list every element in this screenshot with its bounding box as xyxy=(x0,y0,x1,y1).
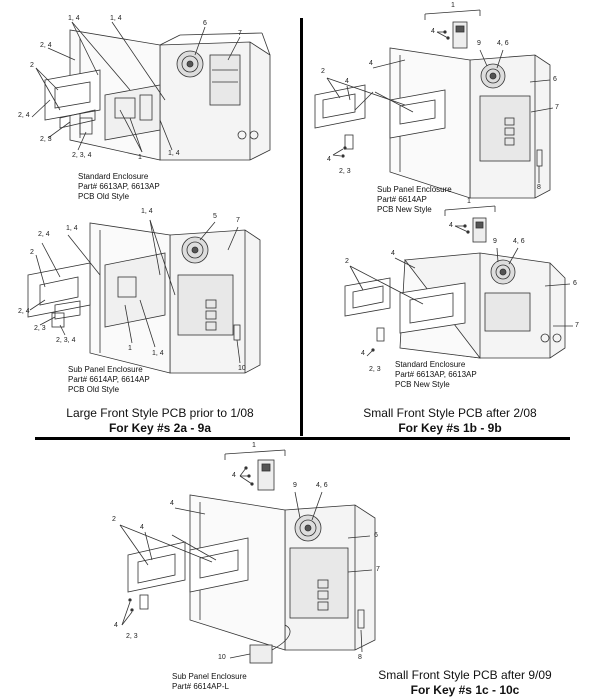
callout-label: 4, 6 xyxy=(316,482,328,489)
callout-label: 5 xyxy=(213,213,217,220)
caption-line: Part# 6614AP xyxy=(377,195,427,204)
callout-label: 2, 3 xyxy=(369,366,381,373)
callout-label: 4 xyxy=(114,622,118,629)
callout-label: 4, 6 xyxy=(513,238,525,245)
callout-label: 1 xyxy=(467,198,471,205)
diagram-standard-enclosure-old: 1, 4 1, 4 6 7 2, 4 2 2, 4 2, 3 2, 3, 4 1… xyxy=(0,0,300,210)
callout-label: 7 xyxy=(236,217,240,224)
callout-label: 2, 4 xyxy=(38,231,50,238)
callout-label: 10 xyxy=(218,654,226,661)
vertical-divider xyxy=(300,18,303,436)
callout-label: 2, 4 xyxy=(18,308,30,315)
callout-label: 2, 4 xyxy=(40,42,52,49)
callout-label: 2, 3 xyxy=(339,168,351,175)
enclosure-drawing-e xyxy=(119,449,376,664)
caption-line: PCB Old Style xyxy=(68,385,120,394)
caption-line: Part# 6614AP, 6614AP xyxy=(68,375,150,384)
callout-label: 2 xyxy=(345,258,349,265)
callout-label: 4 xyxy=(361,350,365,357)
callout-label: 4 xyxy=(232,472,236,479)
callout-label: 2, 3 xyxy=(34,325,46,332)
callout-label: 4 xyxy=(170,500,174,507)
diagram-subpanel-enclosure-new: 1 4 9 4, 6 2 4 4 6 7 4 2, 3 8 Sub Panel … xyxy=(305,0,600,215)
callout-label: 2, 3 xyxy=(126,633,138,640)
callout-label: 6 xyxy=(203,20,207,27)
section-title-bottom: Small Front Style PCB after 9/09 For Key… xyxy=(340,668,590,698)
callout-label: 6 xyxy=(553,76,557,83)
section-key: For Key #s 1b - 9b xyxy=(398,421,502,435)
callout-label: 6 xyxy=(573,280,577,287)
caption-line: Standard Enclosure xyxy=(78,172,149,181)
caption-line: Sub Panel Enclosure xyxy=(68,365,143,374)
diagram-subpanel-enclosure-old: 1, 4 5 7 1, 4 2, 4 2 2, 4 2, 3 2, 3, 4 1… xyxy=(0,205,300,405)
callout-label: 2, 3 xyxy=(40,136,52,143)
callout-label: 7 xyxy=(376,566,380,573)
callout-label: 1, 4 xyxy=(110,15,122,22)
callout-label: 4 xyxy=(327,156,331,163)
caption-line: Part# 6613AP, 6613AP xyxy=(395,370,477,379)
diagram-caption: Sub Panel Enclosure Part# 6614AP PCB New… xyxy=(377,185,452,215)
callout-label: 4 xyxy=(140,524,144,531)
callout-label: 2 xyxy=(30,62,34,69)
caption-line: PCB Old Style xyxy=(78,192,130,201)
enclosure-drawing-b xyxy=(27,219,261,374)
callout-label: 2, 4 xyxy=(18,112,30,119)
callout-label: 7 xyxy=(555,104,559,111)
callout-label: 1, 4 xyxy=(68,15,80,22)
section-title-right: Small Front Style PCB after 2/08 For Key… xyxy=(320,406,580,436)
callout-label: 8 xyxy=(358,654,362,661)
callout-label: 1, 4 xyxy=(168,150,180,157)
callout-label: 1, 4 xyxy=(66,225,78,232)
callout-label: 2, 3, 4 xyxy=(56,337,76,344)
callout-label: 1, 4 xyxy=(152,350,164,357)
callout-label: 4, 6 xyxy=(497,40,509,47)
callout-label: 7 xyxy=(575,322,579,329)
callout-label: 4 xyxy=(431,28,435,35)
callout-label: 1 xyxy=(128,345,132,352)
section-title: Small Front Style PCB after 9/09 xyxy=(378,668,552,682)
callout-label: 2 xyxy=(112,516,116,523)
callout-label: 6 xyxy=(374,532,378,539)
diagram-subpanel-enclosure-909: 1 4 9 4, 6 2 4 4 6 7 4 2, 3 8 10 Sub Pan… xyxy=(100,440,400,695)
callout-label: 9 xyxy=(477,40,481,47)
callout-label: 9 xyxy=(293,482,297,489)
caption-line: Sub Panel Enclosure xyxy=(377,185,452,194)
diagram-caption: Sub Panel Enclosure Part# 6614AP, 6614AP… xyxy=(68,365,150,395)
enclosure-drawing-c xyxy=(314,9,554,199)
callout-label: 1 xyxy=(252,442,256,449)
diagram-caption: Standard Enclosure Part# 6613AP, 6613AP … xyxy=(395,360,477,390)
caption-line: Part# 6613AP, 6613AP xyxy=(78,182,160,191)
callout-label: 1, 4 xyxy=(141,208,153,215)
callout-label: 4 xyxy=(345,78,349,85)
callout-label: 9 xyxy=(493,238,497,245)
callout-label: 2 xyxy=(321,68,325,75)
caption-line: PCB New Style xyxy=(395,380,450,389)
section-title-left: Large Front Style PCB prior to 1/08 For … xyxy=(30,406,290,436)
callout-label: 10 xyxy=(238,365,246,372)
callout-label: 4 xyxy=(449,222,453,229)
enclosure-drawing-a xyxy=(31,21,271,161)
callout-label: 7 xyxy=(238,30,242,37)
callout-label: 8 xyxy=(537,184,541,191)
enclosure-drawing-d xyxy=(344,205,573,359)
caption-line: Standard Enclosure xyxy=(395,360,466,369)
section-key: For Key #s 2a - 9a xyxy=(108,421,212,435)
diagram-caption: Standard Enclosure Part# 6613AP, 6613AP … xyxy=(78,172,160,202)
callout-label: 4 xyxy=(369,60,373,67)
callout-label: 1 xyxy=(138,154,142,161)
section-title: Large Front Style PCB prior to 1/08 xyxy=(66,406,254,420)
horizontal-divider xyxy=(35,437,570,440)
caption-line: Sub Panel Enclosure xyxy=(172,672,247,681)
section-title: Small Front Style PCB after 2/08 xyxy=(363,406,537,420)
diagram-caption: Sub Panel Enclosure Part# 6614AP-L xyxy=(172,672,247,692)
section-key: For Key #s 1c - 10c xyxy=(410,683,520,697)
diagram-standard-enclosure-new: 1 4 9 4, 6 2 4 6 7 4 2, 3 Standard Enclo… xyxy=(305,198,600,403)
callout-label: 2, 3, 4 xyxy=(72,152,92,159)
callout-label: 2 xyxy=(30,249,34,256)
callout-label: 1 xyxy=(451,2,455,9)
caption-line: PCB New Style xyxy=(377,205,432,214)
callout-label: 4 xyxy=(391,250,395,257)
caption-line: Part# 6614AP-L xyxy=(172,682,229,691)
